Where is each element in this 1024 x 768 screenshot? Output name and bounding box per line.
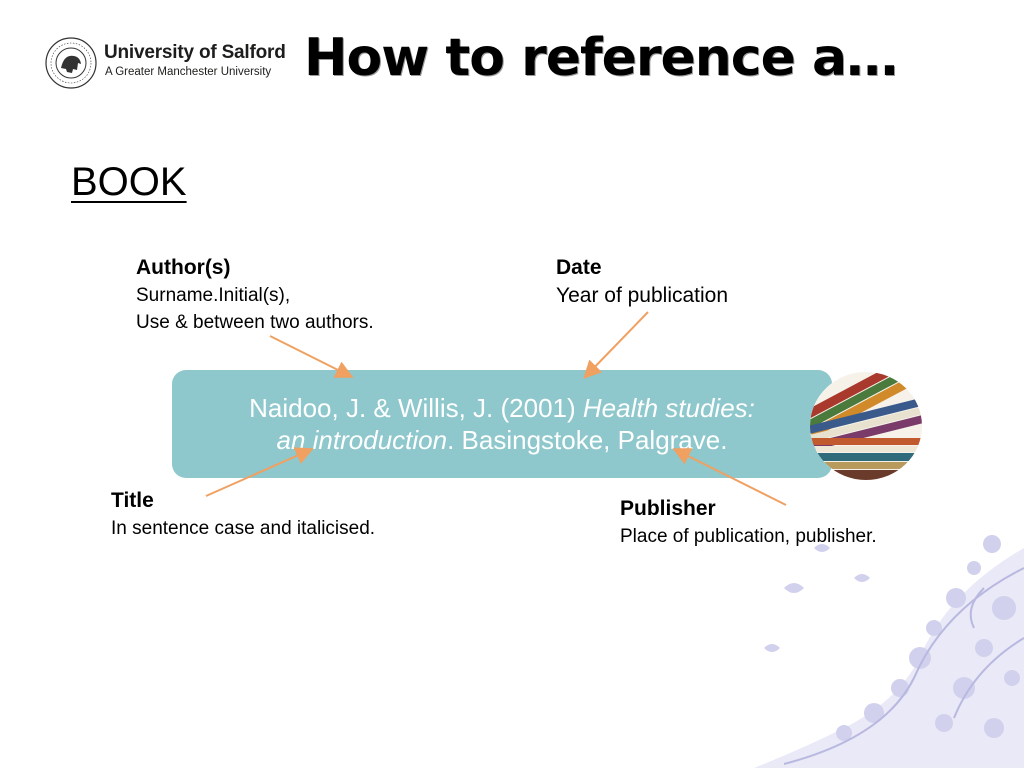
publisher-arrow — [672, 448, 787, 506]
citation-title-1: Health studies: — [582, 393, 755, 423]
author-desc-2: Use & between two authors. — [136, 312, 374, 333]
publisher-label: Publisher Place of publication, publishe… — [620, 495, 877, 550]
title-desc: In sentence case and italicised. — [111, 518, 376, 539]
author-desc-1: Surname.Initial(s), — [136, 285, 291, 306]
date-heading: Date — [556, 256, 602, 279]
stack-of-books-icon — [810, 372, 922, 480]
author-arrow — [269, 335, 354, 378]
university-logo: University of Salford A Greater Manchest… — [44, 36, 286, 89]
publisher-desc: Place of publication, publisher. — [620, 526, 877, 547]
title-label: Title In sentence case and italicised. — [111, 487, 375, 542]
logo-tagline: A Greater Manchester University — [105, 66, 272, 78]
floral-decoration-icon — [754, 535, 1024, 768]
title-heading: Title — [111, 489, 154, 512]
university-seal-icon — [45, 37, 97, 89]
slide-subtitle: BOOK — [71, 160, 187, 204]
citation-box — [172, 370, 832, 478]
author-label: Author(s) Surname.Initial(s), Use & betw… — [136, 254, 374, 336]
slide-title: How to reference a… — [304, 28, 898, 88]
title-arrow — [205, 447, 314, 497]
logo-name: University of Salford — [104, 42, 286, 63]
date-desc: Year of publication — [556, 284, 729, 307]
date-arrow — [583, 311, 649, 379]
author-heading: Author(s) — [136, 256, 231, 279]
date-label: Date Year of publication — [556, 254, 728, 309]
publisher-heading: Publisher — [620, 497, 716, 520]
citation-authors-date: Naidoo, J. & Willis, J. (2001) — [249, 393, 583, 423]
